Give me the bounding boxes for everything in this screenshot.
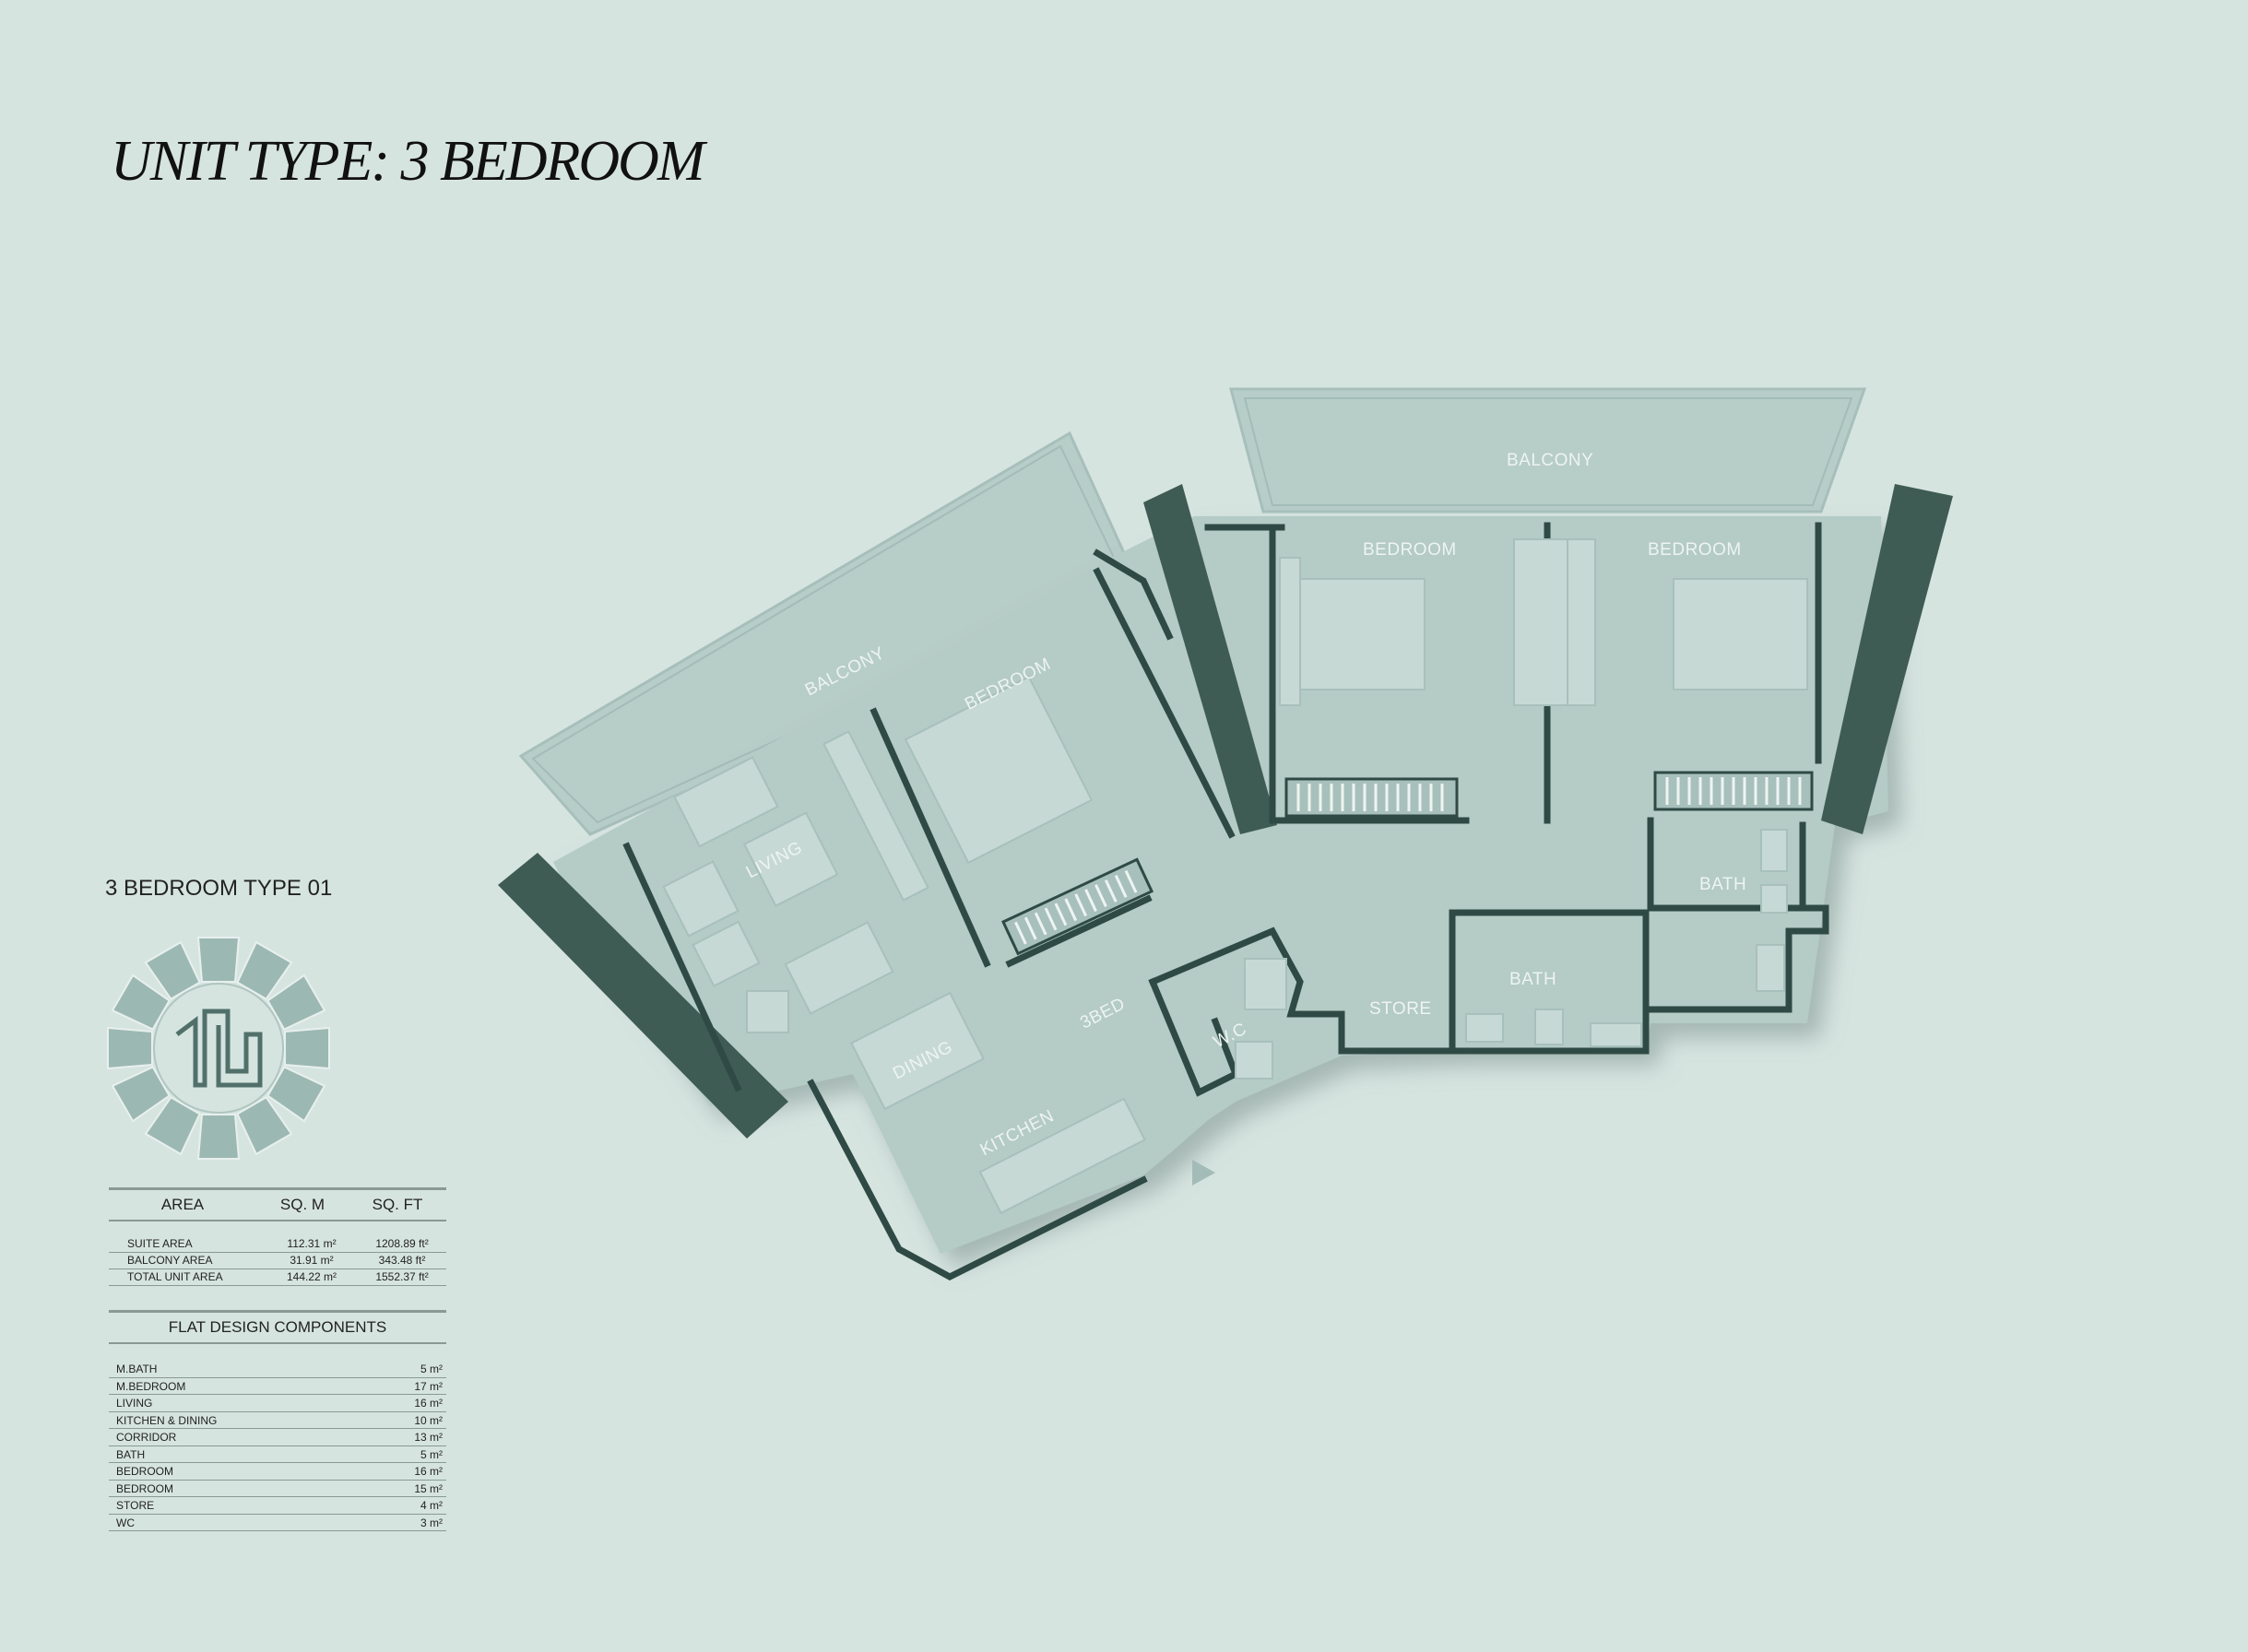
area-header-sqm: SQ. M [279,1196,325,1213]
fin-right [1821,484,1953,834]
bed-left [904,675,1094,865]
page-title: UNIT TYPE: 3 BEDROOM [111,130,705,193]
unit-subtitle: 3 BEDROOM TYPE 01 [105,876,333,901]
table-row: SUITE AREA 112.31 m² 1208.89 ft² [109,1236,446,1253]
table-row: BALCONY AREA 31.91 m² 343.48 ft² [109,1253,446,1269]
table-row: TOTAL UNIT AREA 144.22 m² 1552.37 ft² [109,1269,446,1286]
area-tables: AREA SQ. M SQ. FT SUITE AREA 112.31 m² 1… [109,1187,446,1531]
area-header-area: AREA [160,1196,205,1213]
sofa [673,756,779,848]
components-header: FLAT DESIGN COMPONENTS [109,1310,446,1344]
label-bedroom-mid: BEDROOM [1363,540,1457,560]
label-balcony-top: BALCONY [1507,451,1593,470]
label-bath-right: BATH [1699,875,1746,894]
area-header-sqft: SQ. FT [372,1196,423,1213]
fin-left [498,853,788,1139]
wardrobe-mid [1284,777,1459,818]
label-bath-mid: BATH [1509,970,1556,989]
key-plan [107,937,330,1160]
wardrobe-right [1653,771,1814,811]
area-table-header: AREA SQ. M SQ. FT [109,1187,446,1221]
balcony-top-area [1229,387,1867,513]
kitchen-counter [978,1097,1146,1215]
bed-mid [1290,578,1426,690]
dining-table [850,991,985,1111]
area-table-body: SUITE AREA 112.31 m² 1208.89 ft² BALCONY… [109,1236,446,1286]
wardrobe-left [1001,857,1154,956]
bed-right [1673,578,1808,690]
fin-center [1143,484,1277,834]
entry-arrow-icon [1192,1160,1215,1186]
label-store: STORE [1369,999,1432,1019]
label-bedroom-right: BEDROOM [1648,540,1742,560]
key-plan-core-icon [175,1009,263,1088]
